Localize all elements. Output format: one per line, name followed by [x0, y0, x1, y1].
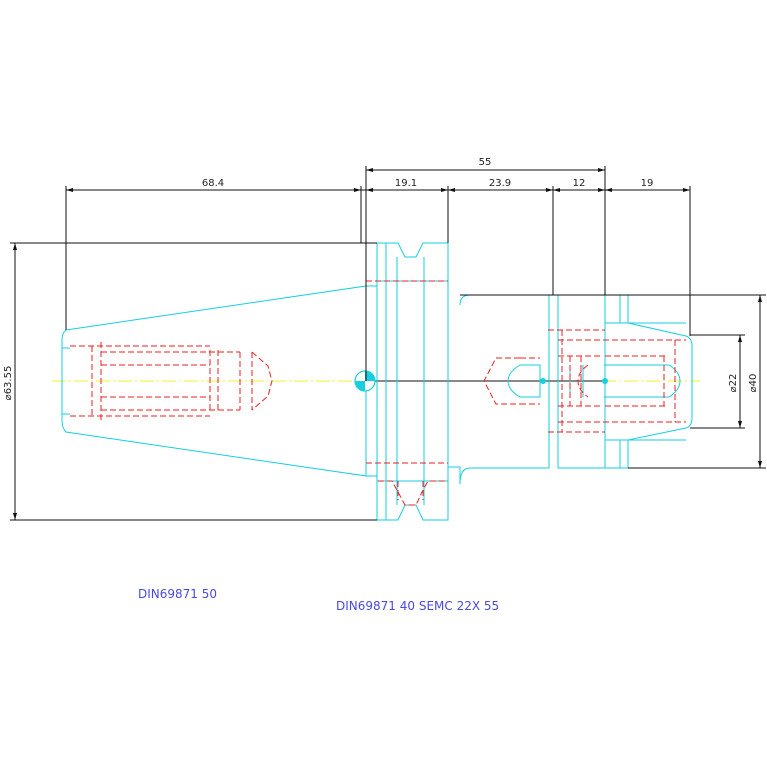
dim-neck: 23.9 — [489, 178, 511, 189]
axis-marker-right — [602, 378, 608, 384]
dim-step: 12 — [573, 178, 586, 189]
body-neck — [448, 294, 559, 485]
dim-outer-diameter: ⌀40 — [748, 374, 759, 393]
dimension-lines — [10, 166, 766, 521]
taper-shank — [61, 285, 367, 477]
caption-right-part: DIN69871 40 SEMC 22X 55 — [336, 599, 499, 613]
dim-flange: 19.1 — [395, 178, 417, 189]
hidden-bore-right — [483, 329, 686, 433]
nose-holder — [507, 294, 693, 469]
dim-nose: 19 — [641, 178, 654, 189]
dim-total-length: 55 — [479, 157, 492, 168]
drawing-area — [0, 158, 767, 610]
center-marker — [354, 370, 376, 392]
hidden-bore-left — [70, 342, 273, 420]
dim-taper-length: 68.4 — [202, 178, 224, 189]
axis-marker-left — [540, 378, 546, 384]
caption-left-part: DIN69871 50 — [138, 587, 217, 601]
dim-shank-diameter: ⌀63.55 — [3, 366, 14, 401]
hidden-flange-groove — [366, 280, 448, 506]
dim-bore-diameter: ⌀22 — [728, 374, 739, 393]
